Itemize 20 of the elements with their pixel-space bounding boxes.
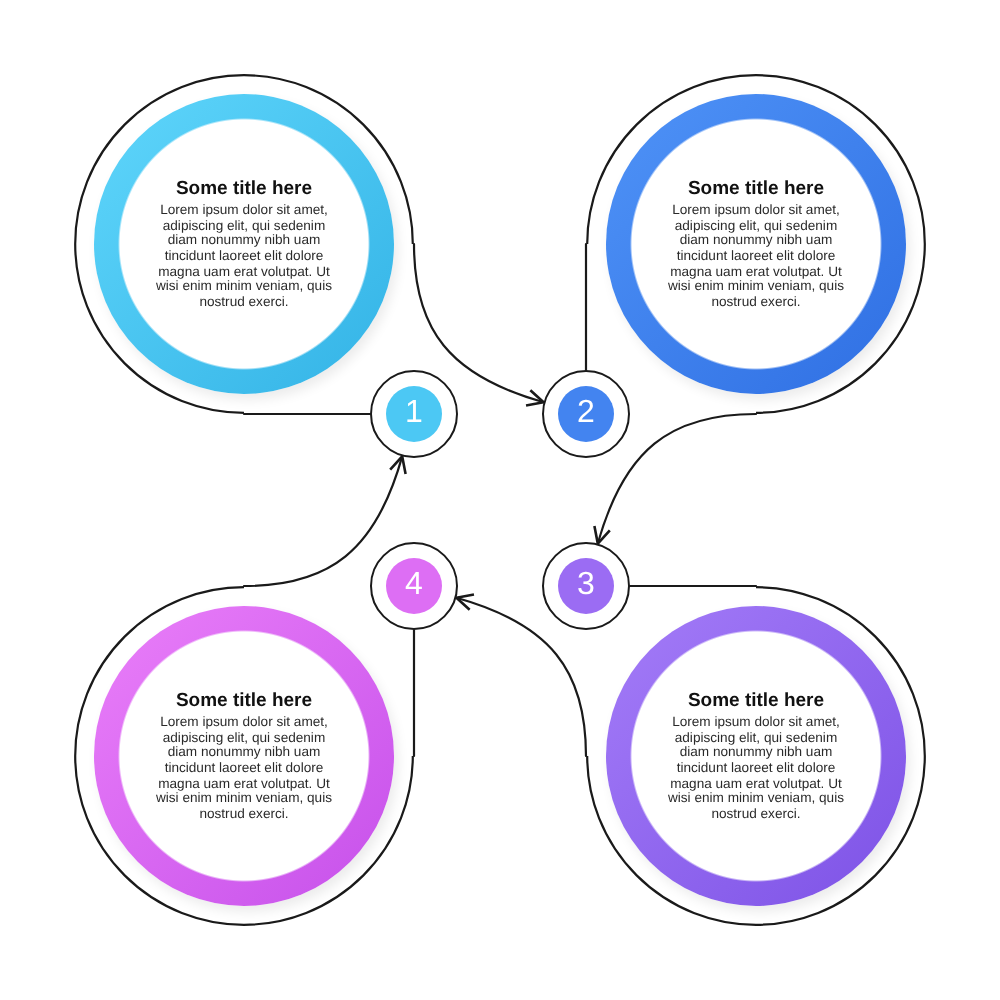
- arrow: [412, 242, 545, 407]
- step-circle: [370, 370, 458, 458]
- step-number: 1: [386, 386, 442, 442]
- connector-line: [412, 628, 416, 758]
- card-title: Some title here: [175, 689, 313, 713]
- arrow: [455, 593, 588, 758]
- arrow: [242, 455, 407, 588]
- step-circle: [542, 542, 630, 630]
- connector-line: [628, 584, 758, 588]
- connector-line: [584, 242, 588, 372]
- step-circle: [542, 370, 630, 458]
- step-circle: [370, 542, 458, 630]
- card-title: Some title here: [175, 177, 313, 201]
- card-title: Some title here: [687, 177, 825, 201]
- step-number: 4: [386, 558, 442, 614]
- card-title: Some title here: [687, 689, 825, 713]
- step-number: 3: [558, 558, 614, 614]
- connector-line: [242, 412, 372, 416]
- step-number: 2: [558, 386, 614, 442]
- arrow: [593, 412, 758, 545]
